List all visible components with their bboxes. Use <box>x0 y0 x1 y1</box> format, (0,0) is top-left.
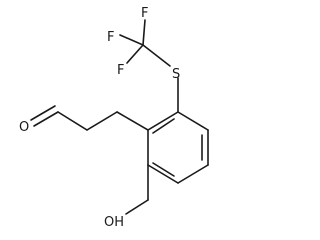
bond-c-o-1 <box>33 111 59 127</box>
structure-canvas: F F F S O OH <box>19 6 209 230</box>
bond-ring-1 <box>177 111 209 131</box>
bond-ring-6 <box>147 111 179 131</box>
bond-c-f-top <box>142 19 146 46</box>
bond-ring-ch2 <box>116 111 149 131</box>
molecule-structure: F F F S O OH <box>19 6 209 230</box>
bond-c-o-2 <box>30 105 56 121</box>
atom-label-f-top: F <box>141 6 148 21</box>
atom-label-sulfur: S <box>172 67 180 82</box>
bond-c-s <box>142 44 171 67</box>
bond-ring-4 <box>147 164 179 184</box>
bond-ch2-cho <box>57 111 88 131</box>
bond-layer <box>30 19 209 215</box>
bond-ring-double-c <box>152 118 175 134</box>
atom-label-f-bottom: F <box>117 63 124 78</box>
bond-ch2-ch2 <box>86 111 118 131</box>
bond-c-f-left <box>119 34 144 46</box>
atom-label-oxygen: O <box>19 120 29 135</box>
atom-label-f-left: F <box>107 30 114 45</box>
bond-c-f-bottom <box>126 44 144 64</box>
bond-ring-3 <box>177 164 209 184</box>
bond-ch2-oh <box>125 199 149 215</box>
atom-label-layer: F F F S O OH <box>19 6 180 230</box>
atom-label-hydroxyl: OH <box>104 215 124 230</box>
bond-ring-double-b <box>152 162 175 177</box>
